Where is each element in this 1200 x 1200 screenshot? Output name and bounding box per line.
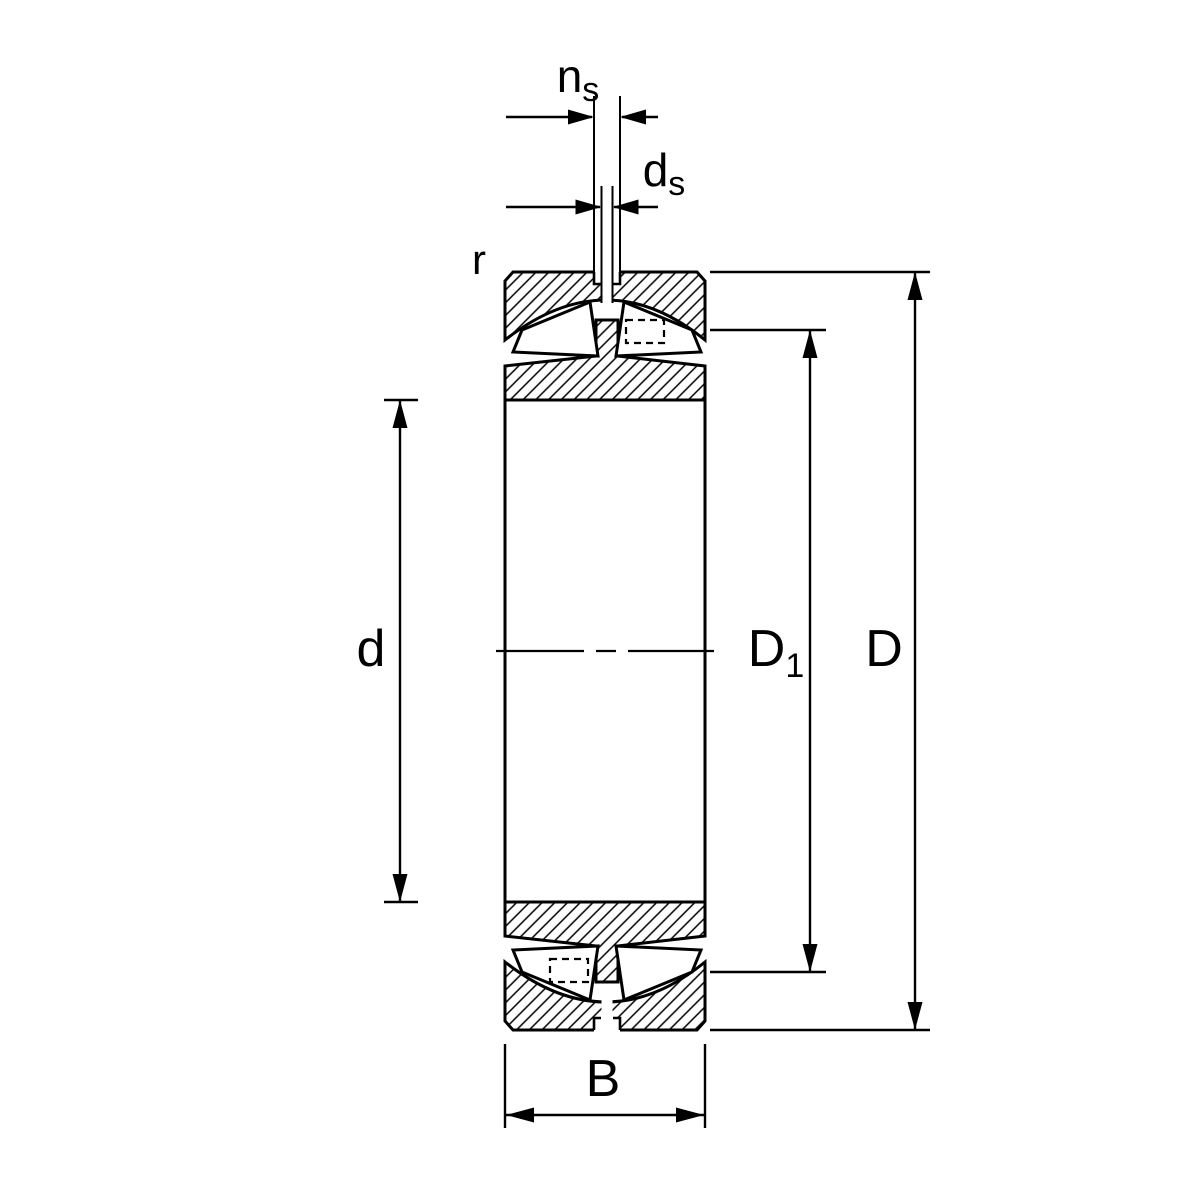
dimension-outer-d: D [710,270,930,1032]
d1-arrow-top [802,330,818,358]
bearing-cross-section [503,269,707,1033]
lube-feature-extension-lines [593,96,621,303]
ns-arrow-left [568,109,594,125]
label-ns: ns [557,50,600,109]
dimension-r: r [472,236,486,283]
dimension-b: B [503,1044,707,1128]
label-d1: D1 [748,620,804,685]
lube-hole-top [601,284,613,304]
roller-bottom-right [614,944,704,1003]
d-arrow-top [392,400,408,428]
lube-hole-bottom [601,998,613,1018]
label-ds: ds [643,144,686,203]
roller-top-left [510,299,600,358]
outer-d-arrow-top [907,272,923,300]
label-r: r [472,236,486,283]
d1-arrow-bottom [802,944,818,972]
ds-arrow-left [575,199,602,215]
label-d: d [357,620,386,678]
hidden-detail-top [624,318,666,345]
outer-d-arrow-bottom [907,1002,923,1030]
ns-arrow-right [620,109,646,125]
b-arrow-right [676,1107,704,1123]
dimension-d1: D1 [710,328,826,974]
lube-groove-top-outline [592,272,622,286]
hidden-detail-bottom [548,957,590,984]
d-arrow-bottom [392,874,408,902]
dimension-ns: ns [506,50,658,125]
lube-groove-bottom [594,1018,620,1033]
b-arrow-left [506,1107,534,1123]
dimension-d: d [357,398,418,904]
label-b: B [586,1050,621,1108]
dimension-ds: ds [506,144,685,215]
label-outer-d: D [865,620,903,678]
ds-arrow-right [612,199,639,215]
lube-groove-top [594,269,620,284]
lube-groove-bottom-outline [592,1016,622,1030]
